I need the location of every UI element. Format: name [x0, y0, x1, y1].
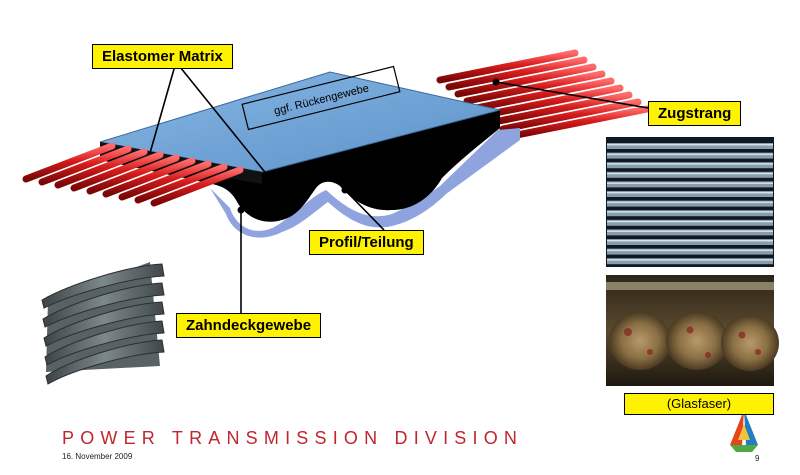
- elastomer-body: [100, 110, 500, 222]
- strand: [607, 210, 773, 217]
- strand-highlight: [607, 259, 773, 261]
- strand: [607, 181, 773, 188]
- power-transmission-division-title: POWER TRANSMISSION DIVISION: [62, 428, 524, 448]
- strand: [607, 200, 773, 207]
- strand: [607, 258, 773, 265]
- cord-left: [54, 148, 148, 189]
- cord-left: [118, 160, 212, 201]
- fiber-bundle-2: [666, 312, 728, 370]
- strand-highlight: [607, 192, 773, 194]
- pointer-dot-zahndeck: [237, 206, 245, 214]
- cord-right: [490, 91, 633, 126]
- leader-lines: [149, 61, 649, 320]
- cord-right: [463, 70, 606, 105]
- cord-left: [70, 151, 164, 192]
- belt-tooth: [44, 320, 165, 366]
- cord-left: [102, 157, 196, 198]
- zugstrang-label: Zugstrang: [648, 101, 742, 126]
- cord-right: [454, 63, 597, 98]
- strand-highlight: [607, 153, 773, 156]
- page-number: 9: [755, 454, 760, 463]
- strand: [607, 219, 773, 226]
- strand-highlight: [607, 163, 773, 165]
- cord-right: [445, 56, 588, 91]
- leader-zugstrang: [495, 81, 649, 109]
- strand-highlight: [607, 249, 773, 252]
- leader-elastomer-left: [149, 61, 177, 154]
- tension-cords-left: [22, 142, 244, 207]
- company-logo: [730, 410, 758, 452]
- strand: [607, 143, 773, 149]
- glasfaser-caption: (Glasfaser): [624, 393, 774, 415]
- strand-highlight: [607, 144, 773, 146]
- footer-date: 16. November 2009: [62, 452, 133, 461]
- belt-tooth: [45, 339, 165, 385]
- strand-highlight: [607, 240, 773, 242]
- strand-highlight: [607, 172, 773, 175]
- cord-left: [150, 166, 244, 207]
- strand-highlight: [607, 201, 773, 204]
- toothed-belt-photo: [41, 262, 165, 385]
- tension-cords-right: [436, 49, 651, 140]
- cord-left: [86, 154, 180, 195]
- glass-fiber-photo: [606, 275, 779, 386]
- strand: [607, 152, 773, 159]
- strand: [607, 171, 773, 178]
- pointer-dot-zugstrang: [492, 78, 500, 86]
- fiber-bundle-3: [721, 315, 779, 371]
- cord-right: [472, 77, 615, 112]
- belt-tooth: [41, 263, 165, 309]
- strand: [607, 239, 773, 245]
- strand-highlight: [607, 220, 773, 223]
- leader-elastomer-right: [175, 61, 269, 177]
- belt-tooth: [43, 301, 165, 347]
- strand-highlight: [607, 230, 773, 232]
- belt-tooth: [42, 282, 165, 328]
- cord-right: [481, 84, 624, 119]
- cord-left: [38, 145, 132, 186]
- leader-profil: [344, 189, 385, 231]
- cord-right: [499, 98, 642, 133]
- back-fabric-box: [241, 65, 401, 131]
- strand-lines: [607, 143, 773, 265]
- pointer-dot-profil: [341, 186, 349, 194]
- strand: [607, 162, 773, 169]
- cord-right: [508, 105, 651, 140]
- strand-highlight: [607, 211, 773, 213]
- cord-right: [436, 49, 579, 84]
- elastomer-matrix-label: Elastomer Matrix: [92, 44, 233, 69]
- strand: [607, 229, 773, 236]
- zahndeckgewebe-label: Zahndeckgewebe: [176, 313, 322, 338]
- cord-left: [22, 142, 116, 183]
- profil-teilung-label: Profil/Teilung: [309, 230, 424, 255]
- cord-left: [134, 163, 228, 204]
- fiber-bundle-1: [609, 312, 671, 370]
- strand: [607, 248, 773, 255]
- belt-teeth: [41, 263, 165, 385]
- strand: [607, 191, 773, 197]
- cord-strands-photo: [606, 137, 774, 267]
- strand-highlight: [607, 182, 773, 184]
